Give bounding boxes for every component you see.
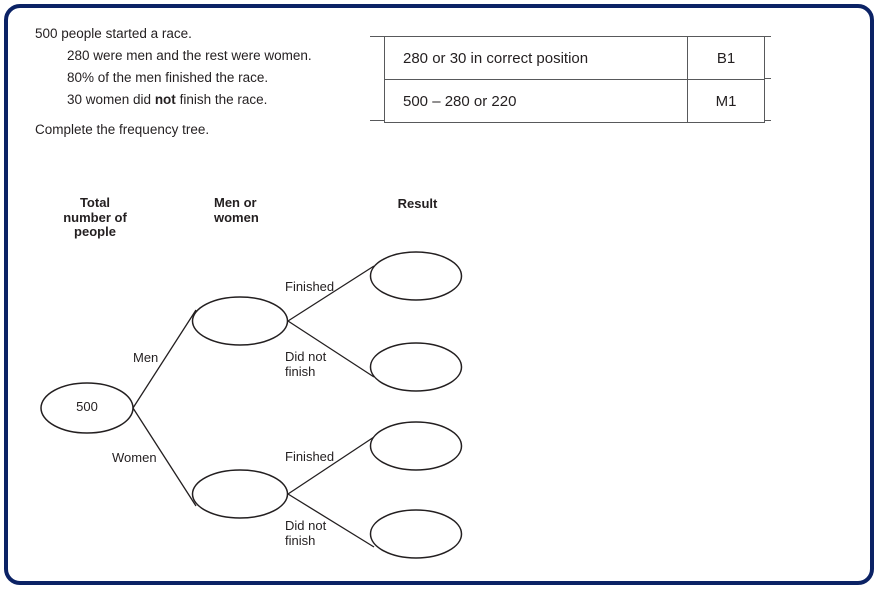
node-women[interactable] xyxy=(191,469,289,519)
question-line-4-prefix: 30 women did xyxy=(67,92,155,107)
question-line-4-emphasis: not xyxy=(154,92,176,107)
node-men[interactable] xyxy=(191,296,289,346)
question-line-3: 80% of the men finished the race. xyxy=(67,70,269,85)
node-total-people[interactable] xyxy=(40,382,134,434)
branch-label-women: Women xyxy=(112,450,157,465)
marks-code-cell-2: M1 xyxy=(687,79,765,123)
branch-line-men-finished xyxy=(287,265,375,322)
column-heading-total-number-of-people: Total number of people xyxy=(63,195,127,239)
table-rule-stub-bottom-right xyxy=(765,120,771,121)
table-rule-stub-top-left xyxy=(370,36,384,37)
branch-line-women-did-not-finish xyxy=(287,493,375,548)
marks-working-cell-2: 500 – 280 or 220 xyxy=(384,79,688,123)
question-line-4-suffix: finish the race. xyxy=(175,92,268,107)
table-rule-stub-top-right xyxy=(765,36,771,37)
marks-table: 280 or 30 in correct position B1 500 – 2… xyxy=(370,36,771,123)
column-heading-men-or-women: Men or women xyxy=(214,195,259,225)
branch-line-men xyxy=(132,309,197,409)
node-men-did-not-finish[interactable] xyxy=(369,342,463,392)
node-total-people-value: 500 xyxy=(76,399,98,414)
table-rule-stub-mid-right xyxy=(765,78,771,79)
node-women-did-not-finish[interactable] xyxy=(369,509,463,559)
marks-table-grid: 280 or 30 in correct position B1 500 – 2… xyxy=(384,36,765,123)
branch-label-men: Men xyxy=(133,350,159,365)
branch-label-men-did-not-finish: Did not finish xyxy=(285,349,327,379)
question-instruction: Complete the frequency tree. xyxy=(35,122,210,137)
branch-label-women-finished: Finished xyxy=(285,449,335,464)
table-row: 280 or 30 in correct position B1 xyxy=(384,36,765,80)
question-line-1: 500 people started a race. xyxy=(35,26,192,41)
marks-working-cell-1: 280 or 30 in correct position xyxy=(384,36,688,80)
node-women-finished[interactable] xyxy=(369,421,463,471)
table-row: 500 – 280 or 220 M1 xyxy=(384,79,765,123)
branch-line-women-finished xyxy=(287,436,375,495)
question-line-4: 30 women did not finish the race. xyxy=(67,92,267,108)
branch-label-men-finished: Finished xyxy=(285,279,335,294)
branch-line-men-did-not-finish xyxy=(287,320,375,378)
column-heading-result: Result xyxy=(397,196,438,211)
node-men-finished[interactable] xyxy=(369,251,463,301)
question-line-2: 280 were men and the rest were women. xyxy=(67,48,312,63)
branch-label-women-did-not-finish: Did not finish xyxy=(285,518,327,548)
marks-code-cell-1: B1 xyxy=(687,36,765,80)
table-rule-stub-bottom-left xyxy=(370,120,384,121)
branch-line-women xyxy=(132,407,197,507)
